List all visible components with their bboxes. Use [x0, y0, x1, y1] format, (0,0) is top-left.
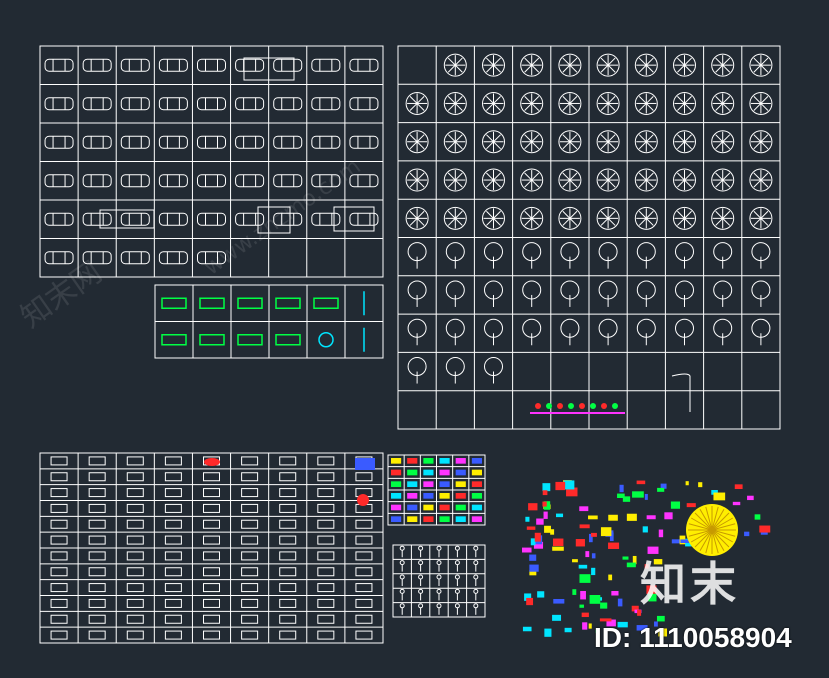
large-tree-symbol-icon: [686, 504, 738, 556]
people-panel: [392, 544, 486, 618]
colored-icons: [391, 458, 482, 522]
sofa-icon: [355, 458, 375, 470]
bus-icon: [243, 57, 295, 81]
people-icons: [399, 545, 479, 615]
brand-logo: 知末: [640, 557, 740, 611]
vehicles-panel: [39, 45, 384, 278]
truck-icon: [257, 206, 291, 234]
trees-panel: [397, 45, 781, 430]
table-set-icon: [357, 494, 369, 506]
colored-symbols-panel: [387, 454, 486, 526]
flower-bed-icon: [530, 403, 625, 414]
vehicle-icons: [44, 58, 379, 265]
trailer-icon: [99, 209, 155, 229]
image-id-label: ID: 1110058904: [594, 622, 792, 653]
scattered-color-icons: [522, 480, 771, 637]
truck-icon: [333, 206, 375, 232]
green-sign-icons: [161, 291, 365, 352]
street-lamp-icon: [671, 373, 691, 412]
furniture-icons: [50, 456, 373, 640]
rug-icon: [204, 458, 220, 466]
road-signs-panel: [154, 284, 384, 359]
tree-plant-icons: [405, 53, 773, 384]
furniture-panel: [39, 452, 384, 644]
